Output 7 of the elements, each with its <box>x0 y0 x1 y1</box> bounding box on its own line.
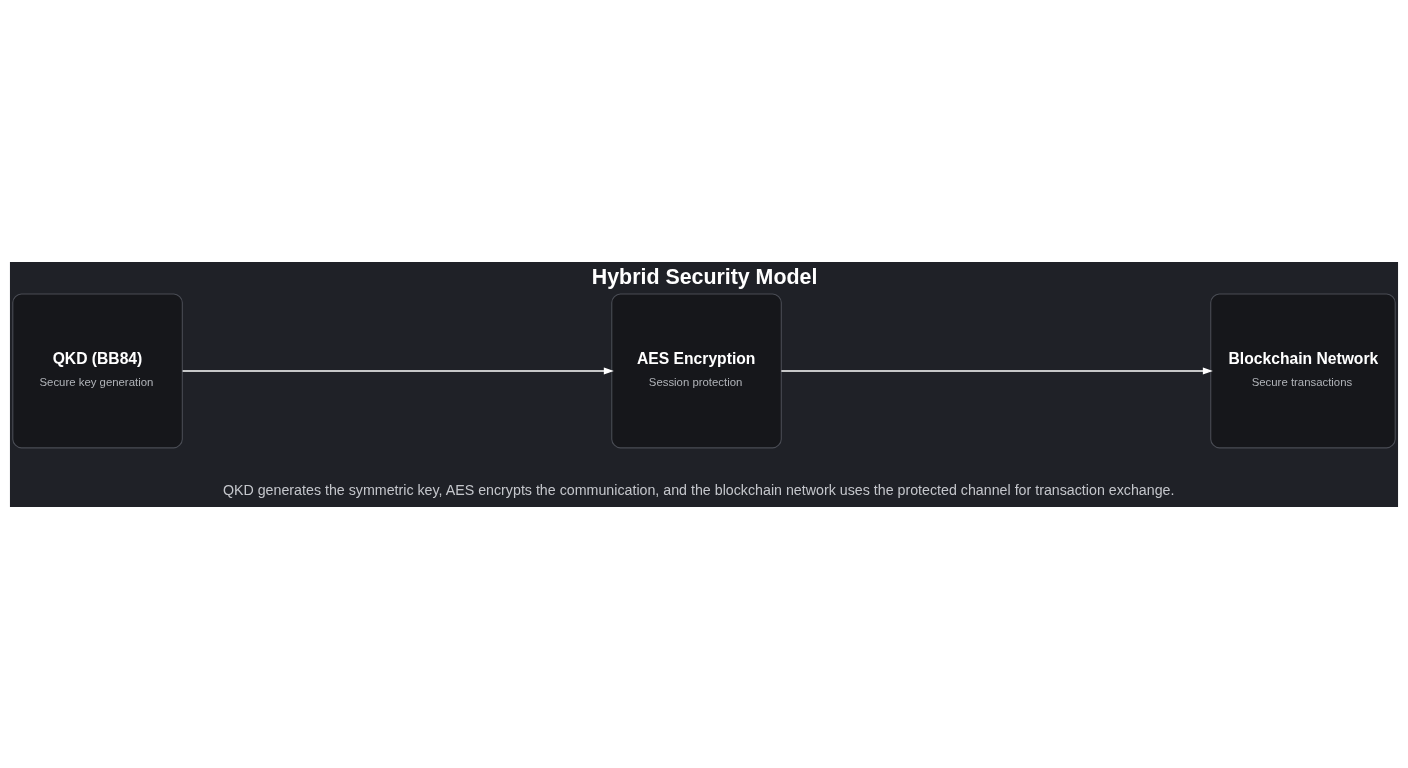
label: QKD generates the symmetric key, AES encrypts the communication, and the blockchain network uses the protected channel for transaction exchange. <box>222 481 1175 498</box>
node-box: AES Encryption Session protection <box>611 293 782 448</box>
diagram-title: Hybrid Security Model <box>591 264 818 289</box>
arrow <box>780 366 1213 374</box>
node-box: Blockchain Network Secure transactions <box>1210 293 1396 448</box>
node-box: QKD (BB84) Secure key generation <box>12 293 183 448</box>
arrow <box>181 366 614 374</box>
